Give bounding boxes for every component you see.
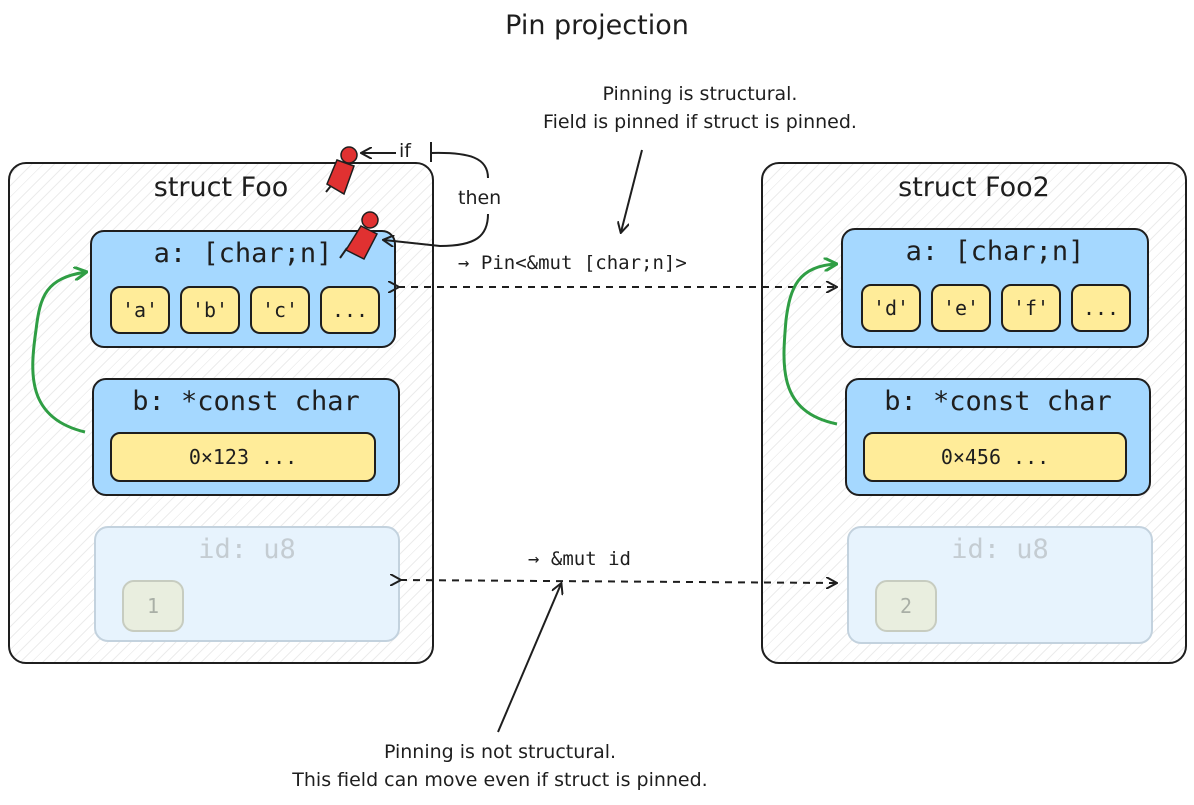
struct-foo-field-a: a: [char;n] 'a' 'b' 'c' ... bbox=[90, 230, 396, 348]
then-arrow bbox=[384, 213, 489, 246]
structural-note: Pinning is structural. Field is pinned i… bbox=[470, 80, 930, 136]
id-value: 2 bbox=[875, 580, 937, 632]
array-cell: ... bbox=[320, 286, 380, 334]
id-value: 1 bbox=[122, 580, 184, 632]
field-id-label: id: u8 bbox=[951, 534, 1049, 565]
not-structural-note-line1: Pinning is not structural. bbox=[383, 741, 617, 763]
array-cell: 'c' bbox=[250, 286, 310, 334]
mut-id-label: → &mut id bbox=[528, 548, 631, 570]
not-structural-note-line2: This field can move even if struct is pi… bbox=[292, 769, 708, 791]
array-cell: ... bbox=[1071, 284, 1131, 332]
pointer-value: 0×456 ... bbox=[863, 432, 1127, 482]
struct-foo2-title: struct Foo2 bbox=[898, 172, 1050, 203]
structural-note-line2: Field is pinned if struct is pinned. bbox=[543, 111, 857, 133]
struct-foo-field-b: b: *const char 0×123 ... bbox=[92, 378, 400, 496]
array-cell: 'a' bbox=[110, 286, 170, 334]
struct-foo2-field-id: id: u8 2 bbox=[847, 526, 1153, 644]
struct-foo: struct Foo a: [char;n] 'a' 'b' 'c' ... b… bbox=[8, 162, 434, 664]
not-structural-note-arrow bbox=[497, 584, 561, 733]
self-reference-arrow-foo2 bbox=[782, 264, 837, 426]
pushpin-icon bbox=[339, 211, 379, 261]
field-b-label: b: *const char bbox=[884, 386, 1112, 417]
struct-foo-title: struct Foo bbox=[153, 172, 289, 203]
field-a-label: a: [char;n] bbox=[153, 238, 333, 269]
struct-foo2-field-b: b: *const char 0×456 ... bbox=[845, 378, 1151, 496]
field-a-label: a: [char;n] bbox=[905, 236, 1085, 267]
mut-id-arrow bbox=[400, 580, 836, 583]
field-id-label: id: u8 bbox=[198, 534, 296, 565]
structural-note-line1: Pinning is structural. bbox=[602, 83, 798, 105]
struct-foo-field-id: id: u8 1 bbox=[94, 526, 400, 642]
diagram-title: Pin projection bbox=[505, 10, 689, 41]
pointer-value: 0×123 ... bbox=[110, 432, 376, 482]
array-cell: 'd' bbox=[861, 284, 921, 332]
struct-foo2: struct Foo2 a: [char;n] 'd' 'e' 'f' ... … bbox=[761, 162, 1187, 664]
pushpin-icon bbox=[325, 146, 358, 196]
array-cell: 'b' bbox=[180, 286, 240, 334]
not-structural-note: Pinning is not structural. This field ca… bbox=[200, 738, 800, 794]
if-label: if bbox=[399, 140, 411, 162]
pin-projection-label: → Pin<&mut [char;n]> bbox=[458, 252, 687, 274]
then-label: then bbox=[458, 187, 502, 209]
self-reference-arrow-foo bbox=[31, 272, 86, 434]
array-cell: 'f' bbox=[1001, 284, 1061, 332]
then-connector bbox=[430, 151, 489, 179]
struct-foo2-field-a: a: [char;n] 'd' 'e' 'f' ... bbox=[841, 228, 1149, 348]
structural-note-arrow bbox=[621, 149, 643, 232]
field-b-label: b: *const char bbox=[132, 386, 360, 417]
array-cell: 'e' bbox=[931, 284, 991, 332]
